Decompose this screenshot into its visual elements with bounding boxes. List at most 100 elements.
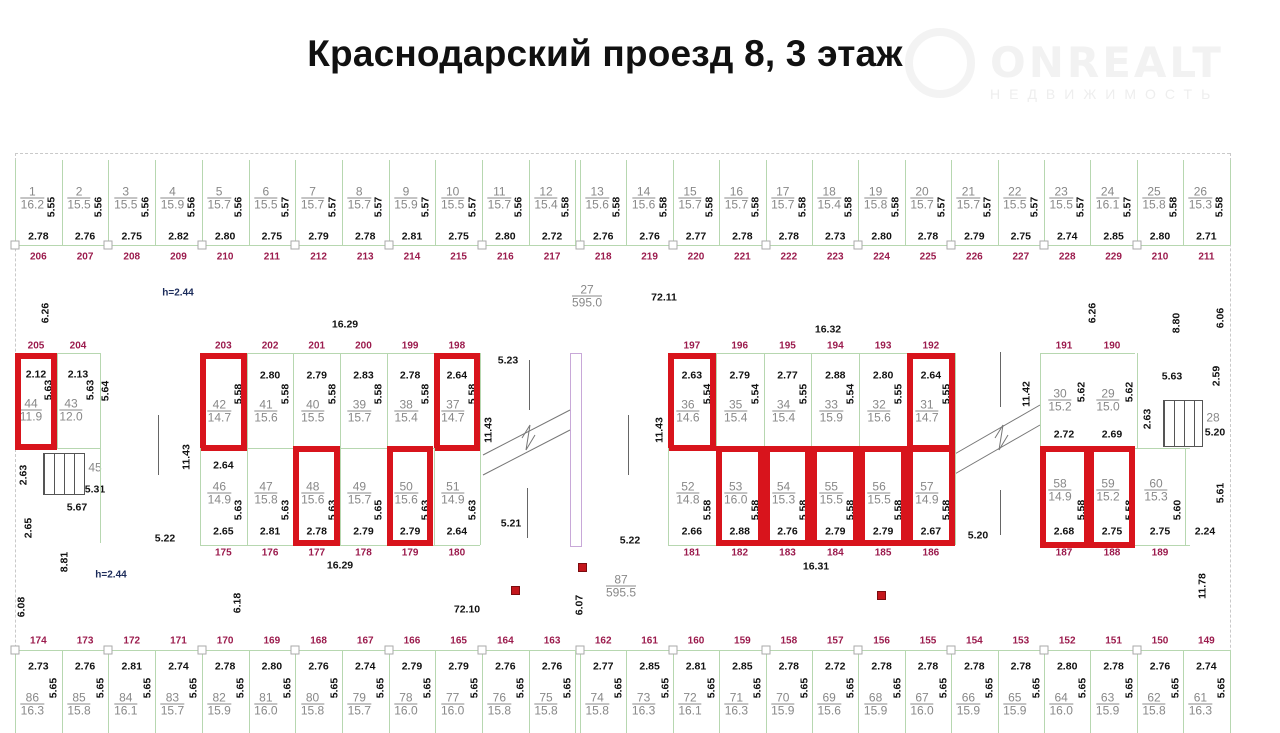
unit-width: 2.65 — [213, 525, 234, 538]
corridor-door-number: 202 — [261, 340, 279, 352]
unit-number: 58 — [1048, 478, 1072, 491]
column-marker — [1132, 645, 1142, 655]
dim-label: 11.43 — [482, 417, 495, 443]
unit-width: 2.81 — [259, 525, 281, 538]
unit-depth: 5.65 — [937, 677, 950, 699]
unit-depth: 5.65 — [1123, 677, 1136, 699]
wall — [15, 650, 1230, 651]
dim-label: 11.43 — [180, 444, 193, 470]
corridor-door-number: 226 — [966, 251, 983, 263]
dim-label: 2.63 — [1141, 408, 1154, 430]
unit-width: 2.67 — [920, 525, 942, 538]
unit-number: 42 — [207, 399, 232, 412]
unit-area: 16.2 — [20, 197, 45, 212]
wall — [247, 448, 248, 545]
unit-depth: 5.65 — [514, 677, 527, 699]
corridor-door-number: 156 — [873, 635, 890, 647]
wall — [1137, 353, 1138, 448]
unit-depth: 5.57 — [981, 196, 994, 218]
unit-area: 15.9 — [819, 410, 843, 425]
dim-label: 5.23 — [497, 354, 519, 367]
wall — [859, 353, 860, 448]
unit-depth: 5.65 — [798, 677, 811, 699]
wall — [342, 650, 343, 733]
unit-number: 81 — [254, 692, 278, 705]
corridor-door-number: 216 — [497, 251, 514, 263]
corridor-south-length: 72.10 — [453, 603, 481, 616]
unit-depth: 5.56 — [512, 196, 525, 218]
highlighted-unit-outline — [715, 446, 764, 546]
wall — [15, 160, 16, 245]
outer-boundary-top — [15, 153, 1230, 154]
unit-area: 14.7 — [915, 410, 939, 425]
unit-width: 2.80 — [214, 230, 236, 243]
corridor-door-number: 211 — [1198, 251, 1215, 263]
unit-width: 2.76 — [1149, 660, 1171, 673]
column-marker — [10, 645, 20, 655]
unit-number: 54 — [771, 481, 796, 494]
unit-number: 6 — [254, 186, 278, 199]
unit-number: 76 — [487, 692, 512, 705]
unit-number: 18 — [817, 186, 841, 199]
wall — [766, 650, 767, 733]
unit-width: 2.63 — [681, 369, 703, 382]
wall — [387, 353, 388, 448]
unit-width: 2.79 — [308, 230, 329, 243]
unit-depth: 5.65 — [751, 677, 764, 699]
unit-number: 47 — [254, 481, 278, 494]
unit-area: 15.7 — [724, 197, 749, 212]
unit-area: 15.9 — [863, 703, 888, 718]
corridor-number: 87 — [605, 574, 637, 587]
wall — [905, 160, 906, 245]
unit-depth: 5.65 — [328, 677, 341, 699]
wall — [1230, 650, 1231, 733]
stair-number: 45 — [88, 460, 102, 475]
unit-number: 49 — [347, 481, 372, 494]
dim-label: 5.21 — [500, 517, 522, 530]
corridor-door-number: 164 — [497, 635, 514, 647]
corridor-door-number: 205 — [27, 340, 45, 352]
dim-label: 5.22 — [619, 534, 641, 547]
unit-depth: 5.56 — [92, 196, 105, 218]
unit-width: 2.88 — [825, 369, 846, 382]
unit-area: 16.0 — [724, 492, 748, 507]
wall — [905, 650, 906, 733]
column-marker — [668, 645, 678, 655]
wall — [812, 160, 813, 245]
wall — [668, 448, 669, 545]
unit-width: 2.81 — [121, 660, 142, 673]
dim-label: 16.29 — [331, 318, 359, 331]
unit-depth: 5.65 — [983, 677, 996, 699]
unit-width: 2.78 — [778, 230, 800, 243]
wall — [529, 650, 530, 733]
corridor-door-number: 159 — [734, 635, 751, 647]
unit-area: 16.1 — [1095, 197, 1120, 212]
wall — [15, 650, 16, 733]
unit-depth: 5.57 — [1028, 196, 1041, 218]
unit-area: 15.6 — [631, 197, 656, 212]
unit-width: 2.81 — [685, 660, 707, 673]
wall — [108, 160, 109, 245]
corridor-door-number: 207 — [76, 251, 94, 263]
corridor-door-number: 196 — [731, 340, 749, 352]
column-marker — [10, 240, 20, 250]
unit-number: 68 — [863, 692, 888, 705]
unit-width: 2.68 — [1053, 525, 1075, 538]
corridor-door-number: 175 — [215, 547, 232, 559]
unit-area: 15.9 — [1003, 703, 1027, 718]
wall — [295, 160, 296, 245]
wall — [340, 448, 341, 545]
